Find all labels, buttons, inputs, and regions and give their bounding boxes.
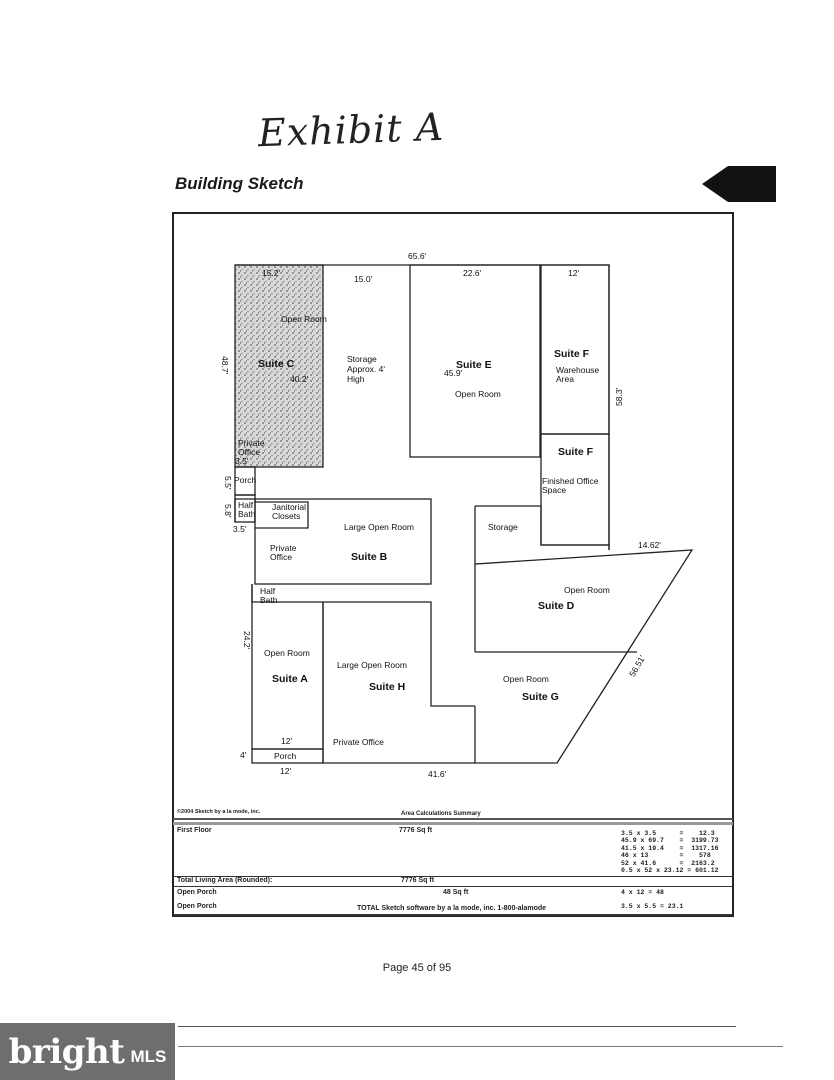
- dim-c-height: 40.2': [290, 374, 309, 384]
- room-storage-mid: Storage: [488, 522, 518, 532]
- logo-suffix: MLS: [130, 1046, 167, 1066]
- room-janitorial-2: Closets: [272, 511, 300, 521]
- tab-arrow-icon: [702, 166, 776, 202]
- dim-right-step: 14.62': [638, 540, 661, 550]
- dim-storage-width: 15.0': [354, 274, 373, 284]
- open-porch-value: 48 Sq ft: [443, 889, 469, 896]
- sketch-credit: ©2004 Sketch by a la mode, inc.: [177, 809, 261, 815]
- room-half-bath-1-a: Half: [238, 500, 254, 510]
- suite-h-label: Suite H: [369, 681, 405, 693]
- floor-plan: 65.6' 15.2' 15.0' 22.6' 12' 48.7' 40.2' …: [220, 251, 694, 779]
- total-living-area-label: Total Living Area (Rounded):: [177, 877, 273, 884]
- dim-left-step: 3.5': [233, 524, 247, 534]
- room-storage-2: Approx. 4': [347, 364, 385, 374]
- area-summary-table: ©2004 Sketch by a la mode, inc. Area Cal…: [173, 809, 733, 916]
- calc-line: 46 x 13 = 578: [621, 852, 711, 860]
- porch-calc-2: 3.5 x 5.5 = 23.1: [621, 903, 684, 910]
- calc-line: 41.5 x 19.4 = 1317.16: [621, 844, 719, 852]
- room-storage-3: High: [347, 374, 365, 384]
- open-porch-label: Open Porch: [177, 889, 217, 896]
- first-floor-label: First Floor: [177, 827, 212, 834]
- room-g-open: Open Room: [503, 674, 549, 684]
- room-janitorial-1: Janitorial: [272, 502, 306, 512]
- sketch-footer: TOTAL Sketch software by a la mode, inc.…: [357, 905, 547, 912]
- room-c-private-1: Private: [238, 438, 265, 448]
- dim-bottom-left: 12': [280, 766, 291, 776]
- room-f-finished-2: Space: [542, 485, 566, 495]
- dim-e-height: 45.9': [444, 368, 463, 378]
- open-porch-2-label: Open Porch: [177, 903, 217, 910]
- summary-header: Area Calculations Summary: [401, 811, 481, 817]
- room-a-open: Open Room: [264, 648, 310, 658]
- section-title: Building Sketch: [175, 174, 304, 193]
- dim-bottom-total: 41.6': [428, 769, 447, 779]
- dim-bottom-porch: 4': [240, 750, 247, 760]
- area-calculations: 3.5 x 3.5 = 12.3 45.9 x 69.7 = 3199.73 4…: [621, 830, 719, 874]
- porch-calc-1: 4 x 12 = 48: [621, 889, 664, 896]
- logo-word: bright: [8, 1031, 125, 1072]
- suite-d-label: Suite D: [538, 600, 575, 612]
- calc-line: 45.9 x 69.7 = 3199.73: [621, 837, 719, 845]
- room-b-large-open: Large Open Room: [344, 522, 414, 532]
- room-storage-1: Storage: [347, 354, 377, 364]
- dim-porch-depth: 5.5': [223, 476, 233, 490]
- room-half-bath-2-b: Bath: [260, 595, 278, 605]
- dim-c-width: 15.2': [262, 268, 281, 278]
- suite-g-label: Suite G: [522, 691, 559, 703]
- dim-right-height: 58.3': [614, 387, 624, 406]
- first-floor-value: 7776 Sq ft: [399, 827, 433, 834]
- room-h-private: Private Office: [333, 737, 384, 747]
- room-f-finished-1: Finished Office: [542, 476, 599, 486]
- suite-a-label: Suite A: [272, 673, 308, 685]
- room-e-open: Open Room: [455, 389, 501, 399]
- room-half-bath-1-b: Bath: [238, 509, 256, 519]
- footer-rule: [178, 1026, 736, 1027]
- room-b-private-1: Private: [270, 543, 297, 553]
- dim-left-height: 48.7': [220, 356, 230, 375]
- bright-mls-logo: bright MLS: [0, 1023, 175, 1080]
- suite-e-label: Suite E: [456, 359, 492, 371]
- handwritten-exhibit-label: Exhibit A: [257, 104, 445, 156]
- suite-b-label: Suite B: [351, 551, 388, 563]
- suite-c-label: Suite C: [258, 358, 295, 370]
- room-f-warehouse-2: Area: [556, 374, 574, 384]
- room-c-open: Open Room: [281, 314, 327, 324]
- dim-f-width: 12': [568, 268, 579, 278]
- room-h-large-open: Large Open Room: [337, 660, 407, 670]
- dim-bath-height: 5.8': [223, 504, 233, 518]
- dim-top-total: 65.6': [408, 251, 427, 261]
- dim-a-width: 12': [281, 736, 292, 746]
- room-b-private-2: Office: [270, 552, 292, 562]
- calc-line: 52 x 41.6 = 2163.2: [621, 859, 715, 867]
- dim-porch-height: 3.5': [235, 456, 249, 466]
- dim-e-width: 22.6': [463, 268, 482, 278]
- suite-f-office-label: Suite F: [558, 446, 594, 458]
- page-number: Page 45 of 95: [382, 962, 452, 974]
- suite-f-label: Suite F: [554, 348, 590, 360]
- room-c-private-2: Office: [238, 447, 260, 457]
- sketch-frame: [172, 212, 734, 917]
- calc-line: 3.5 x 3.5 = 12.3: [621, 830, 715, 837]
- room-f-warehouse-1: Warehouse: [556, 365, 599, 375]
- dim-a-height: 24.2': [242, 631, 252, 650]
- calc-line: 0.5 x 52 x 23.12 = 601.12: [621, 867, 719, 875]
- room-half-bath-2-a: Half: [260, 586, 276, 596]
- room-porch-bottom: Porch: [274, 751, 296, 761]
- room-d-open: Open Room: [564, 585, 610, 595]
- dim-diagonal: 56.51': [627, 653, 647, 678]
- total-living-area-value: 7776 Sq ft: [401, 877, 435, 884]
- room-porch-top: Porch: [234, 475, 256, 485]
- footer-rule-secondary: [178, 1046, 783, 1047]
